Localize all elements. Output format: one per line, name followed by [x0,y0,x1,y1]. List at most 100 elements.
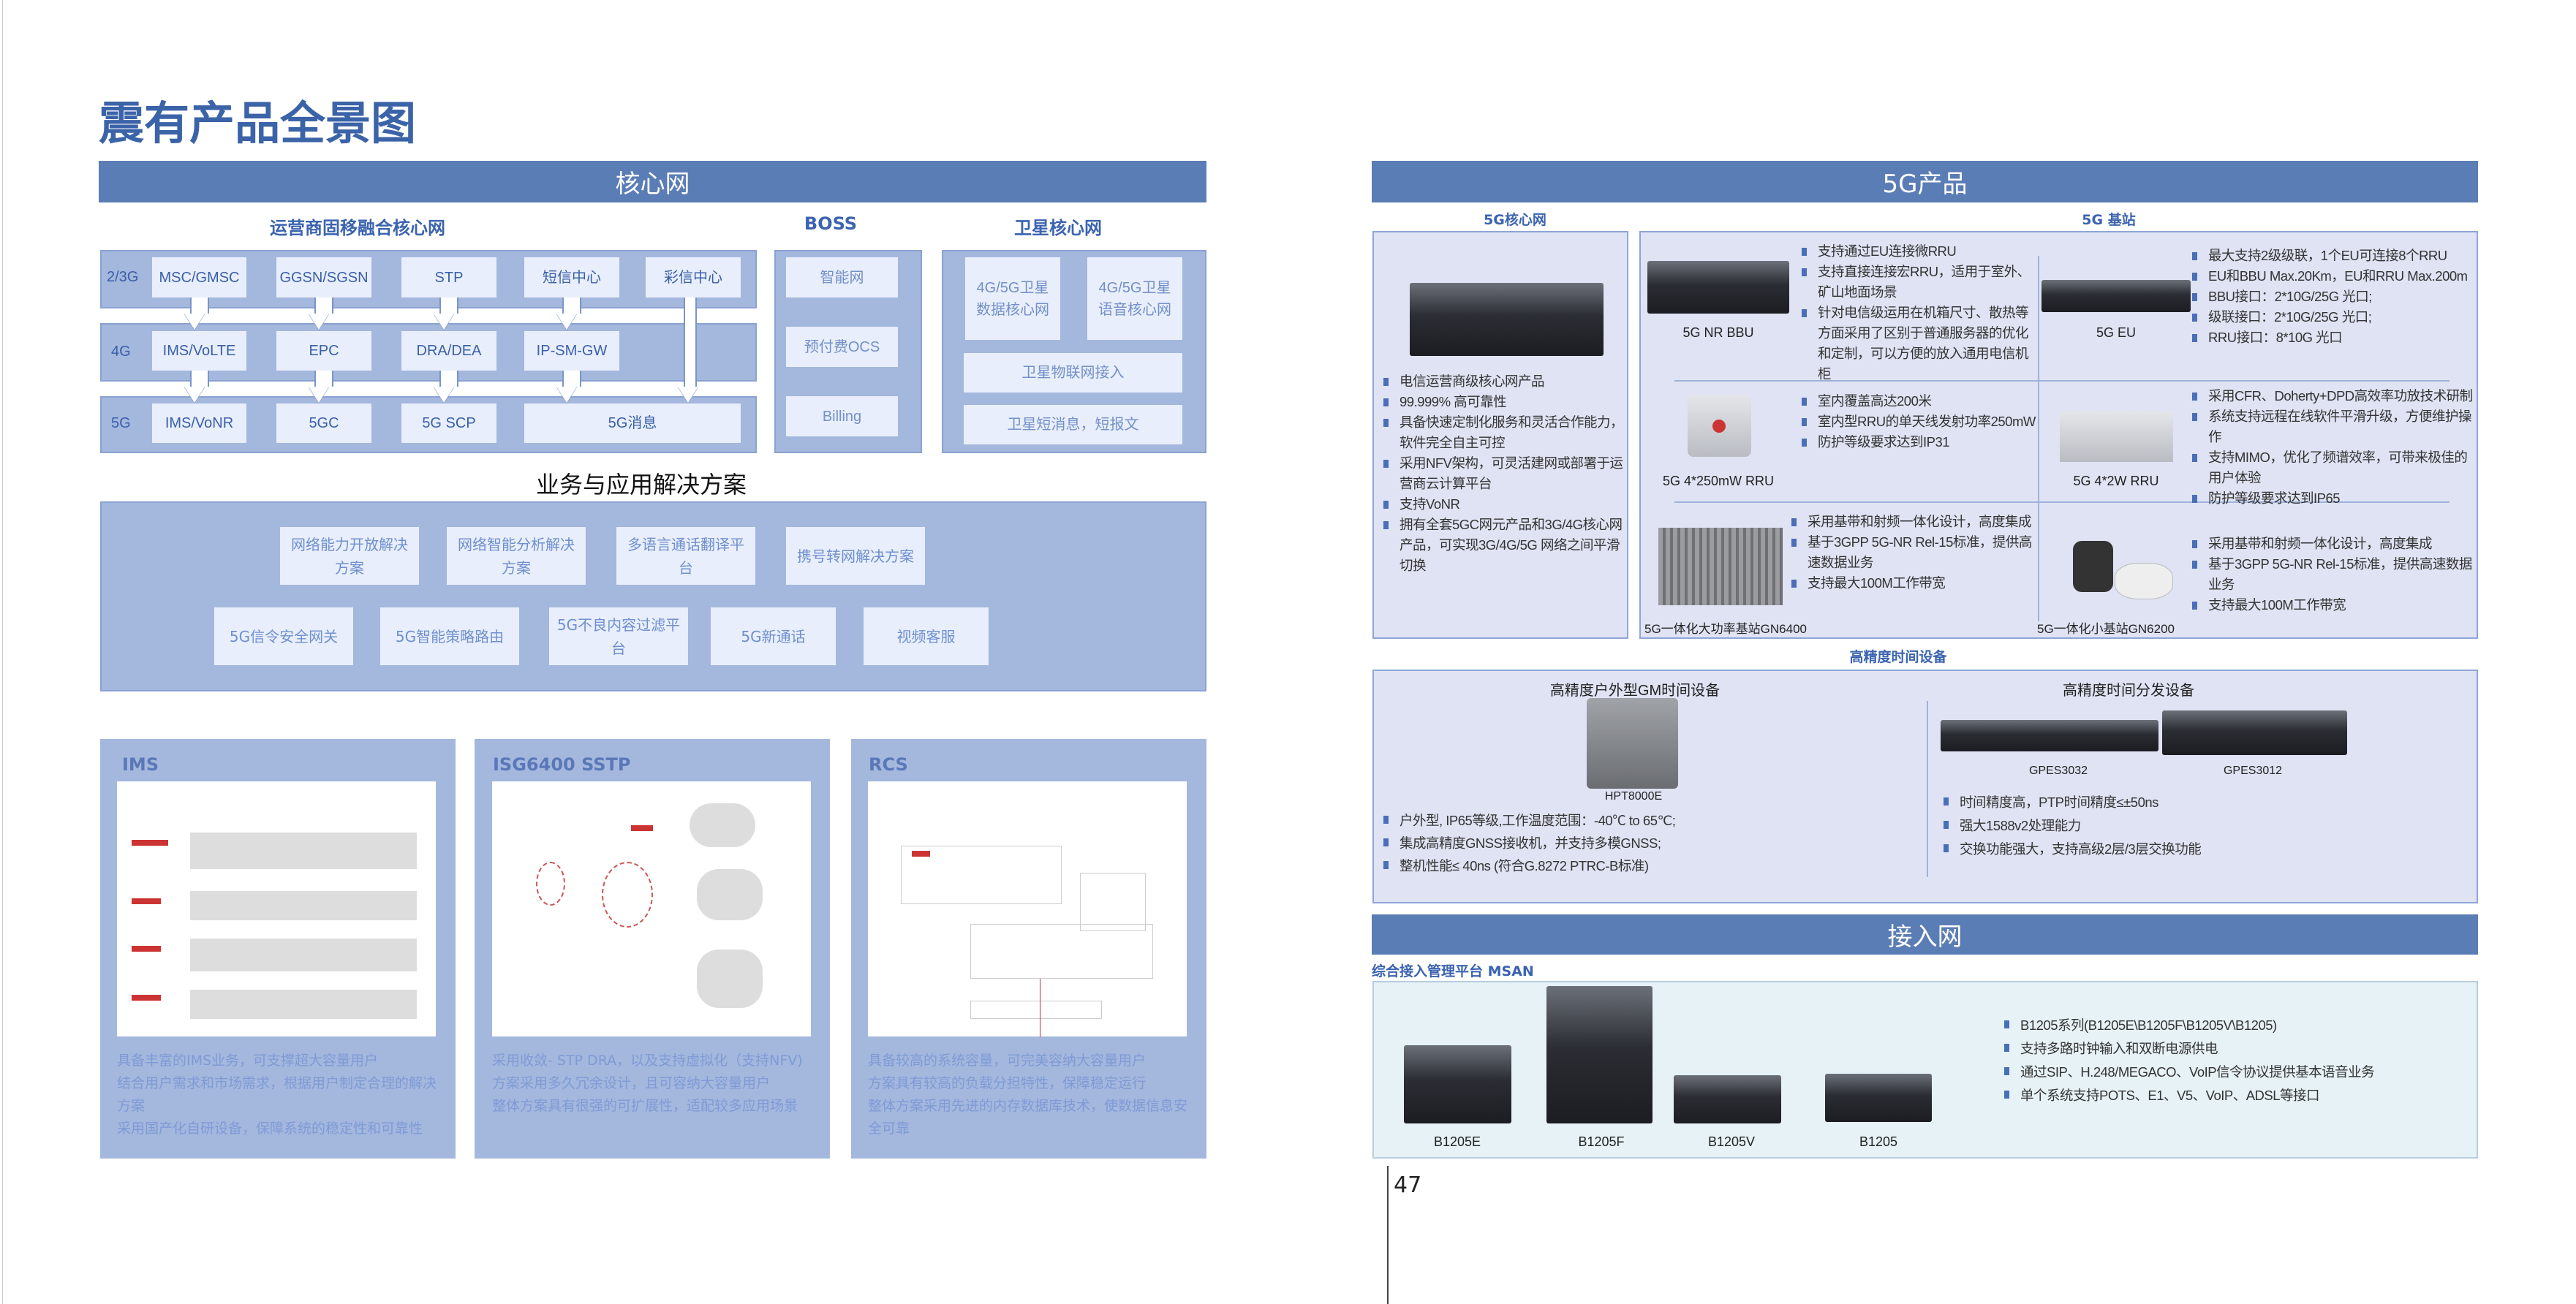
gn6200-image [2115,563,2173,599]
bullet-item: 采用基带和射频一体化设计，高度集成 [1791,512,2036,532]
core-cell: STP [401,257,496,297]
bullet-item: 整机性能≤ 40ns (符合G.8272 PTRC-B标准) [1383,854,1925,877]
gen-label: 5G [111,415,131,431]
solution-item: 网络智能分析解决方案 [447,527,586,585]
core-cell: IMS/VoLTE [152,331,246,371]
gm-bullets: 户外型, IP65等级,工作温度范围：-40℃ to 65℃;集成高精度GNSS… [1383,809,1925,877]
rcs-description: 具备较高的系统容量，可完美容纳大容量用户 方案具有较高的负载分担特性，保障稳定运… [868,1050,1197,1140]
panel-line: 采用收敛- STP DRA，以及支持虚拟化（支持NFV) [492,1053,803,1069]
bullet-item: 户外型, IP65等级,工作温度范围：-40℃ to 65℃; [1383,809,1925,832]
gen-label: 2/3G [107,269,139,285]
bullet-item: 交换功能强大，支持高级2层/3层交换功能 [1944,838,2455,861]
hpt8000e-image [1587,698,1678,789]
bullet-item: 具备快速定制化服务和灵活合作能力，软件完全自主可控 [1383,412,1625,453]
boss-cell: 预付费OCS [786,327,898,367]
timing-title: 高精度时间设备 [1849,649,1947,665]
rcs-diagram [868,781,1187,1037]
msan-title: 综合接入管理平台 MSAN [1372,963,1534,979]
device-label: 5G EU [2096,325,2137,340]
bbu-image [1647,261,1789,314]
5g-core-title: 5G核心网 [1484,212,1546,228]
core-cell: IMS/VoNR [152,403,246,443]
boss-cell: Billing [786,396,898,436]
bullet-item: 时间精度高，PTP时间精度≤±50ns [1944,791,2455,814]
solution-item: 网络能力开放解决方案 [280,527,419,585]
panel-line: 整体方案采用先进的内存数据库技术，使数据信息安全可靠 [868,1098,1188,1137]
page-edge [2,0,3,1304]
gn6400-bullets: 采用基带和射频一体化设计，高度集成基于3GPP 5G-NR Rel-15标准，提… [1791,512,2036,594]
boss-section-title: BOSS [804,213,858,234]
bullet-item: 电信运营商级核心网产品 [1383,371,1625,392]
device-label: B1205 [1859,1134,1898,1149]
core-cell: EPC [276,331,371,371]
page-number: 47 [1394,1172,1422,1198]
bullet-item: 采用基带和射频一体化设计，高度集成 [2192,534,2477,554]
divider [1674,501,2450,503]
down-arrow-icon [562,297,581,314]
core-cell: 5GC [276,403,371,443]
gen-label: 4G [111,344,131,360]
bullet-item: 支持最大100M工作带宽 [2192,595,2477,615]
core-network-header: 核心网 [99,161,1206,202]
panel-line: 具备较高的系统容量，可完美容纳大容量用户 [868,1053,1147,1069]
bullet-item: 防护等级要求达到IP31 [1802,432,2036,452]
solution-item: 多语言通话翻译平台 [616,527,755,585]
down-arrow-icon [439,297,458,314]
sstp-diagram [492,781,811,1036]
down-arrow-icon [190,297,209,314]
gpes3032-image [1941,720,2158,751]
access-network-header: 接入网 [1372,914,2478,955]
panel-title: RCS [869,754,908,775]
bullet-item: 系统支持远程在线软件平滑升级，方便维护操作 [2192,406,2477,447]
bullet-item: 防护等级要求达到IP65 [2192,488,2477,509]
bullet-item: 支持MIMO，优化了频谱效率，可带来极佳的用户体验 [2192,447,2477,488]
device-label: GPES3032 [2028,765,2088,777]
device-label: B1205F [1578,1134,1625,1149]
page-divider [1387,1166,1389,1304]
bullet-item: 针对电信级运用在机箱尺寸、散热等方面采用了区别于普通服务器的优化和定制，可以方便… [1802,303,2036,384]
b1205-image [1825,1074,1932,1122]
bullet-item: 通过SIP、H.248/MEGACO、VoIP信令协议提供基本语音业务 [2004,1061,2472,1084]
solution-item: 5G智能策略路由 [380,607,519,665]
b1205v-image [1674,1075,1781,1123]
bullet-item: BBU接口：2*10G/25G 光口; [2192,287,2477,307]
device-label: 5G NR BBU [1682,325,1754,340]
device-label: HPT8000E [1604,790,1663,803]
down-arrow-icon [684,297,697,387]
bullet-item: 支持多路时钟输入和双断电源供电 [2004,1037,2472,1061]
device-label: 5G 4*2W RRU [2073,474,2159,488]
bullet-item: 基于3GPP 5G-NR Rel-15标准，提供高速数据业务 [2192,554,2477,595]
rru-2w-image [2060,412,2173,462]
core-cell: 5G SCP [401,403,496,443]
gn6200-image [2073,541,2113,592]
panel-line: 整体方案具有很强的可扩展性，适配较多应用场景 [492,1098,798,1114]
bullet-item: EU和BBU Max.20Km，EU和RRU Max.200m [2192,266,2477,287]
panel-title: ISG6400 SSTP [493,754,631,775]
satellite-section-title: 卫星核心网 [1014,218,1102,238]
timing-panel [1372,670,2478,903]
solution-item: 视频客服 [864,607,989,665]
panel-line: 具备丰富的IMS业务，可支撑超大容量用户 [117,1053,379,1069]
panel-line: 方案采用多久冗余设计，且可容纳大容量用户 [492,1075,771,1091]
b1205f-image [1546,986,1653,1123]
device-label: 5G一体化小基站GN6200 [2037,622,2175,636]
boss-cell: 智能网 [786,257,898,297]
bullet-item: 采用CFR、Doherty+DPD高效率功放技术研制 [2192,386,2477,406]
bullet-item: 支持直接连接宏RRU，适用于室外、矿山地面场景 [1802,262,2036,303]
satellite-cell: 卫星物联网接入 [964,353,1182,393]
rru-250mw-image [1688,395,1751,457]
bullet-item: 支持最大100M工作带宽 [1791,573,2036,594]
bullet-item: 基于3GPP 5G-NR Rel-15标准，提供高速数据业务 [1791,532,2036,573]
5g-products-header: 5G产品 [1372,161,2478,202]
bullet-item: 支持通过EU连接微RRU [1802,241,2036,262]
sstp-description: 采用收敛- STP DRA，以及支持虚拟化（支持NFV) 方案采用多久冗余设计，… [492,1050,821,1118]
bullet-item: B1205系列(B1205E\B1205F\B1205V\B1205) [2004,1014,2472,1037]
gn6400-image [1658,528,1783,605]
device-label: GPES3012 [2223,765,2283,777]
solution-item: 5G信令安全网关 [214,607,353,665]
msan-bullets: B1205系列(B1205E\B1205F\B1205V\B1205)支持多路时… [2004,1014,2472,1107]
dist-title: 高精度时间分发设备 [2063,683,2194,699]
